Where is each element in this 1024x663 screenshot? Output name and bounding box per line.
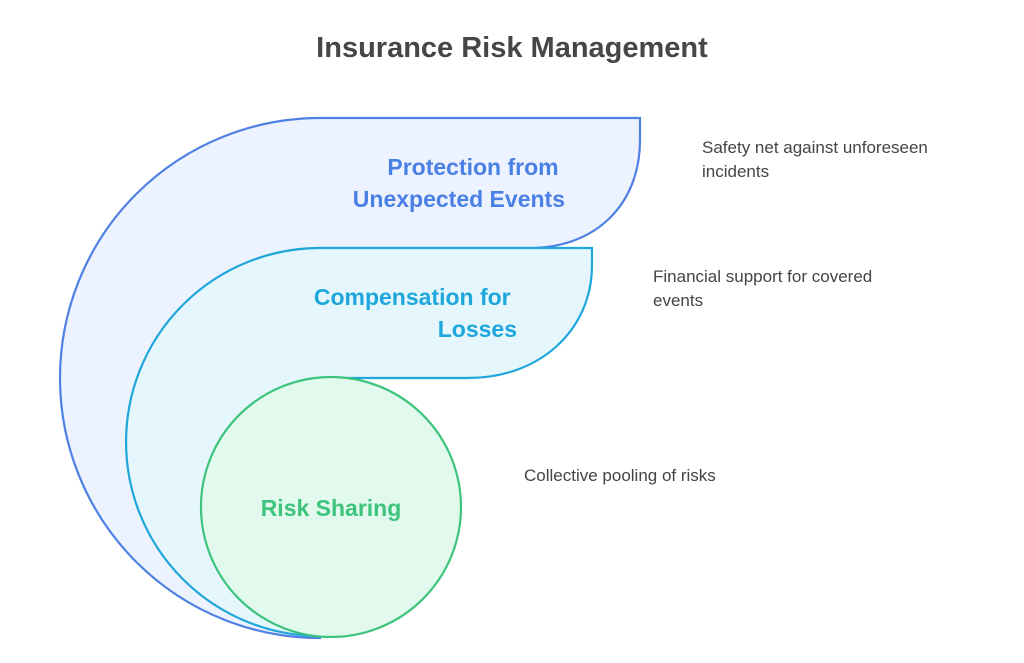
layer-2-label-line-1: Compensation for [314,284,511,310]
layer-2-description: Financial support for covered events [653,267,877,310]
layer-1-description: Safety net against unforeseen incidents [702,138,933,181]
layer-1-label-line-2: Unexpected Events [353,186,565,212]
layer-2-label: Compensation for Losses [314,284,517,342]
layer-3-description-line-1: Collective pooling of risks [524,466,716,485]
layer-1-description-line-1: Safety net against unforeseen [702,138,928,157]
layer-1-description-line-2: incidents [702,162,769,181]
layer-inner-circle [199,375,463,639]
diagram-title: Insurance Risk Management [316,32,708,64]
layer-2-label-line-2: Losses [438,316,517,342]
layer-3-label: Risk Sharing [261,495,402,521]
layer-3-label-line-1: Risk Sharing [261,495,402,521]
layer-1-label: Protection from Unexpected Events [353,154,565,212]
layer-2-description-line-1: Financial support for covered [653,267,872,286]
layer-2-description-line-2: events [653,291,703,310]
layer-3-description: Collective pooling of risks [524,466,716,485]
layer-1-label-line-1: Protection from [387,154,558,180]
